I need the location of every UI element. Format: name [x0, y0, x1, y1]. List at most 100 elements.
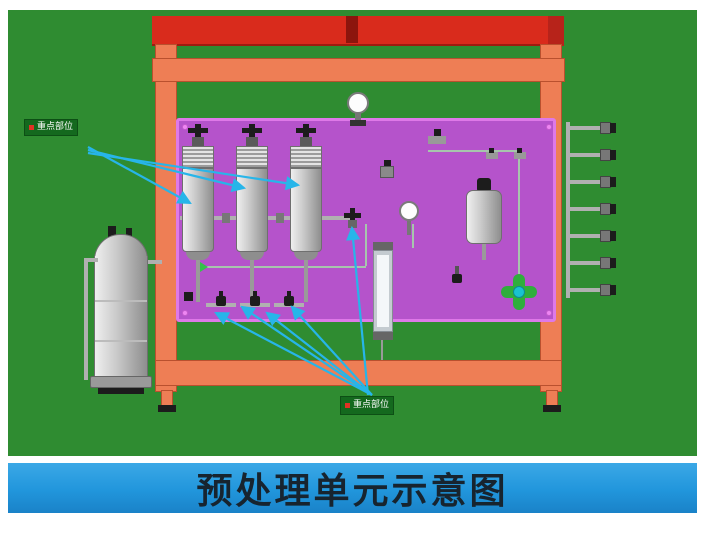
pipe-flange: [276, 213, 284, 223]
key-area-label-bottom-text: 重点部位: [353, 400, 390, 410]
tank-base: [90, 376, 152, 388]
flowmeter-drain: [381, 340, 383, 360]
frame-left-post: [155, 44, 177, 392]
filter-top-ridges: [290, 146, 322, 168]
manifold-port: [568, 288, 606, 292]
cross-valve-body: [348, 220, 357, 228]
process-pipe: [365, 224, 367, 266]
gauge-stem: [407, 221, 411, 235]
filter-cone: [186, 252, 210, 260]
banner-title: 预处理单元示意图: [196, 471, 509, 512]
small-valve-stem: [455, 266, 459, 274]
tank-side-pipe: [84, 262, 88, 380]
flowmeter-top-cap: [373, 242, 393, 250]
filter-neck: [192, 137, 204, 146]
key-area-label-bottom: 重点部位: [340, 396, 395, 415]
filter-drain-pipe: [196, 260, 200, 302]
fitting: [486, 152, 498, 159]
pressure-gauge-mid: [399, 201, 419, 221]
tank-top-fitting: [126, 228, 132, 238]
filter-drain-pipe: [250, 260, 254, 302]
process-pipe: [412, 224, 414, 248]
gauge-dial-icon: [347, 92, 369, 114]
manifold-port: [568, 234, 606, 238]
filter-column-3: [290, 124, 322, 302]
flowmeter: [373, 242, 393, 340]
tank-top-fitting: [108, 226, 116, 238]
frame-right-leg: [546, 390, 558, 406]
panel-screw-icon: [546, 124, 552, 130]
filter-handle-icon: [242, 128, 262, 133]
t-valve-stem: [219, 291, 223, 297]
buffer-vessel: [466, 190, 502, 244]
frame-left-foot: [158, 405, 176, 412]
fitting-cap: [517, 148, 522, 153]
regulator-body: [380, 166, 394, 178]
filter-body: [236, 168, 268, 252]
manifold-tip: [610, 123, 616, 133]
t-valve: [284, 296, 294, 306]
four-way-valve: [501, 274, 537, 310]
panel-screw-icon: [182, 124, 188, 130]
process-pipe: [428, 150, 520, 152]
manifold-tip: [610, 150, 616, 160]
manifold-tip: [610, 177, 616, 187]
filter-cone: [294, 252, 318, 260]
label-bullet-icon: [29, 125, 34, 130]
manifold-port: [568, 261, 606, 265]
frame-right-foot: [543, 405, 561, 412]
frame-left-leg: [161, 390, 173, 406]
t-valve: [250, 296, 260, 306]
frame-bottom-beam: [155, 360, 562, 386]
fitting-cap: [434, 129, 441, 136]
flowmeter-glass: [377, 255, 389, 327]
top-rail-notch: [346, 16, 358, 43]
process-pipe: [196, 266, 366, 268]
manifold-port: [568, 180, 606, 184]
label-bullet-icon: [345, 403, 350, 408]
manifold-port: [568, 126, 606, 130]
title-banner: 预处理单元示意图: [8, 463, 697, 513]
filter-body: [182, 168, 214, 252]
cross-valve-icon: [344, 213, 361, 218]
t-valve-stem: [287, 291, 291, 297]
fitting: [428, 136, 446, 144]
small-valve: [184, 292, 193, 301]
filter-column-1: [182, 124, 214, 302]
tank-connect-pipe: [148, 260, 162, 264]
t-valve: [216, 296, 226, 306]
vessel-stem: [482, 244, 486, 260]
process-pipe: [518, 152, 520, 278]
manifold-tip: [610, 204, 616, 214]
manifold-port: [568, 207, 606, 211]
filter-handle-icon: [188, 128, 208, 133]
filter-handle-icon: [296, 128, 316, 133]
pressure-gauge-top: [347, 92, 369, 114]
gauge-stem: [355, 113, 361, 122]
vessel-top-fitting: [477, 178, 491, 192]
tank-band: [95, 340, 147, 342]
gauge-tee-fitting: [350, 120, 366, 126]
tank-band: [95, 300, 147, 302]
filter-body: [290, 168, 322, 252]
storage-tank: [94, 256, 148, 378]
filter-cone: [240, 252, 264, 260]
fitting-cap: [489, 148, 494, 153]
filter-top-ridges: [236, 146, 268, 168]
filter-column-2: [236, 124, 268, 302]
flowmeter-bottom-cap: [373, 332, 393, 340]
fitting: [514, 152, 526, 159]
top-rail: [152, 16, 564, 46]
tank-foot: [98, 388, 144, 394]
t-valve-stem: [253, 291, 257, 297]
filter-neck: [246, 137, 258, 146]
valve-center: [513, 286, 525, 298]
manifold-port: [568, 153, 606, 157]
filter-neck: [300, 137, 312, 146]
filter-drain-pipe: [304, 260, 308, 302]
manifold-tip: [610, 258, 616, 268]
key-area-label-top: 重点部位: [24, 119, 79, 136]
frame-top-beam: [152, 58, 565, 82]
filter-top-ridges: [182, 146, 214, 168]
